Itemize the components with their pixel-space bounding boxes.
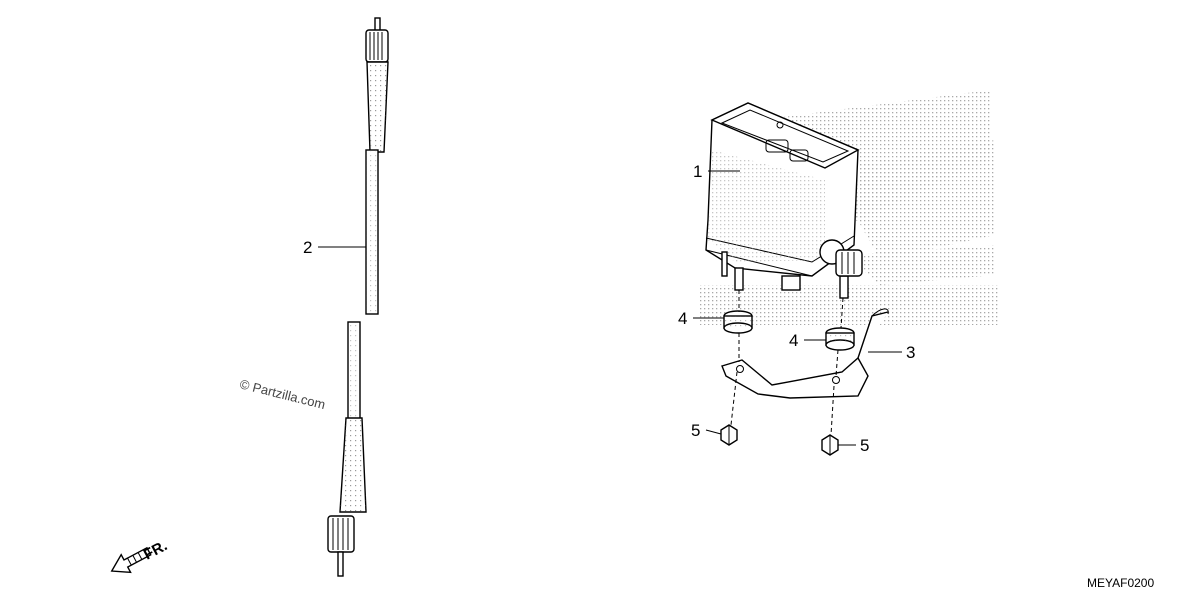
- diagram-code: MEYAF0200: [1087, 576, 1154, 590]
- callout-4b[interactable]: 4: [789, 331, 826, 350]
- front-direction-indicator: FR.: [110, 537, 170, 574]
- callout-5b[interactable]: 5: [838, 436, 869, 455]
- callout-5b-label: 5: [860, 436, 869, 455]
- callout-4a-label: 4: [678, 309, 687, 328]
- speedometer-assembly[interactable]: [705, 102, 863, 299]
- nut-right[interactable]: [821, 434, 839, 456]
- callout-5a[interactable]: 5: [691, 421, 722, 440]
- callout-1[interactable]: 1: [693, 162, 740, 181]
- callout-4b-label: 4: [789, 331, 798, 350]
- callout-3-label: 3: [906, 343, 915, 362]
- nut-left[interactable]: [720, 424, 738, 446]
- partzilla-watermark: © Partzilla.com: [238, 376, 327, 412]
- front-label: FR.: [141, 537, 170, 563]
- arrow-left-down-icon: [110, 546, 152, 574]
- speedometer-cable[interactable]: [327, 17, 389, 577]
- callout-4a[interactable]: 4: [678, 309, 724, 328]
- grommet-right[interactable]: [825, 327, 855, 351]
- grommet-left[interactable]: [723, 310, 753, 334]
- callout-2-label: 2: [303, 238, 312, 257]
- assembly-guides: [730, 290, 844, 436]
- callout-5a-label: 5: [691, 421, 700, 440]
- callout-3[interactable]: 3: [868, 343, 915, 362]
- callout-1-label: 1: [693, 162, 702, 181]
- callout-2[interactable]: 2: [303, 238, 366, 257]
- meter-stay-bracket[interactable]: [721, 308, 889, 399]
